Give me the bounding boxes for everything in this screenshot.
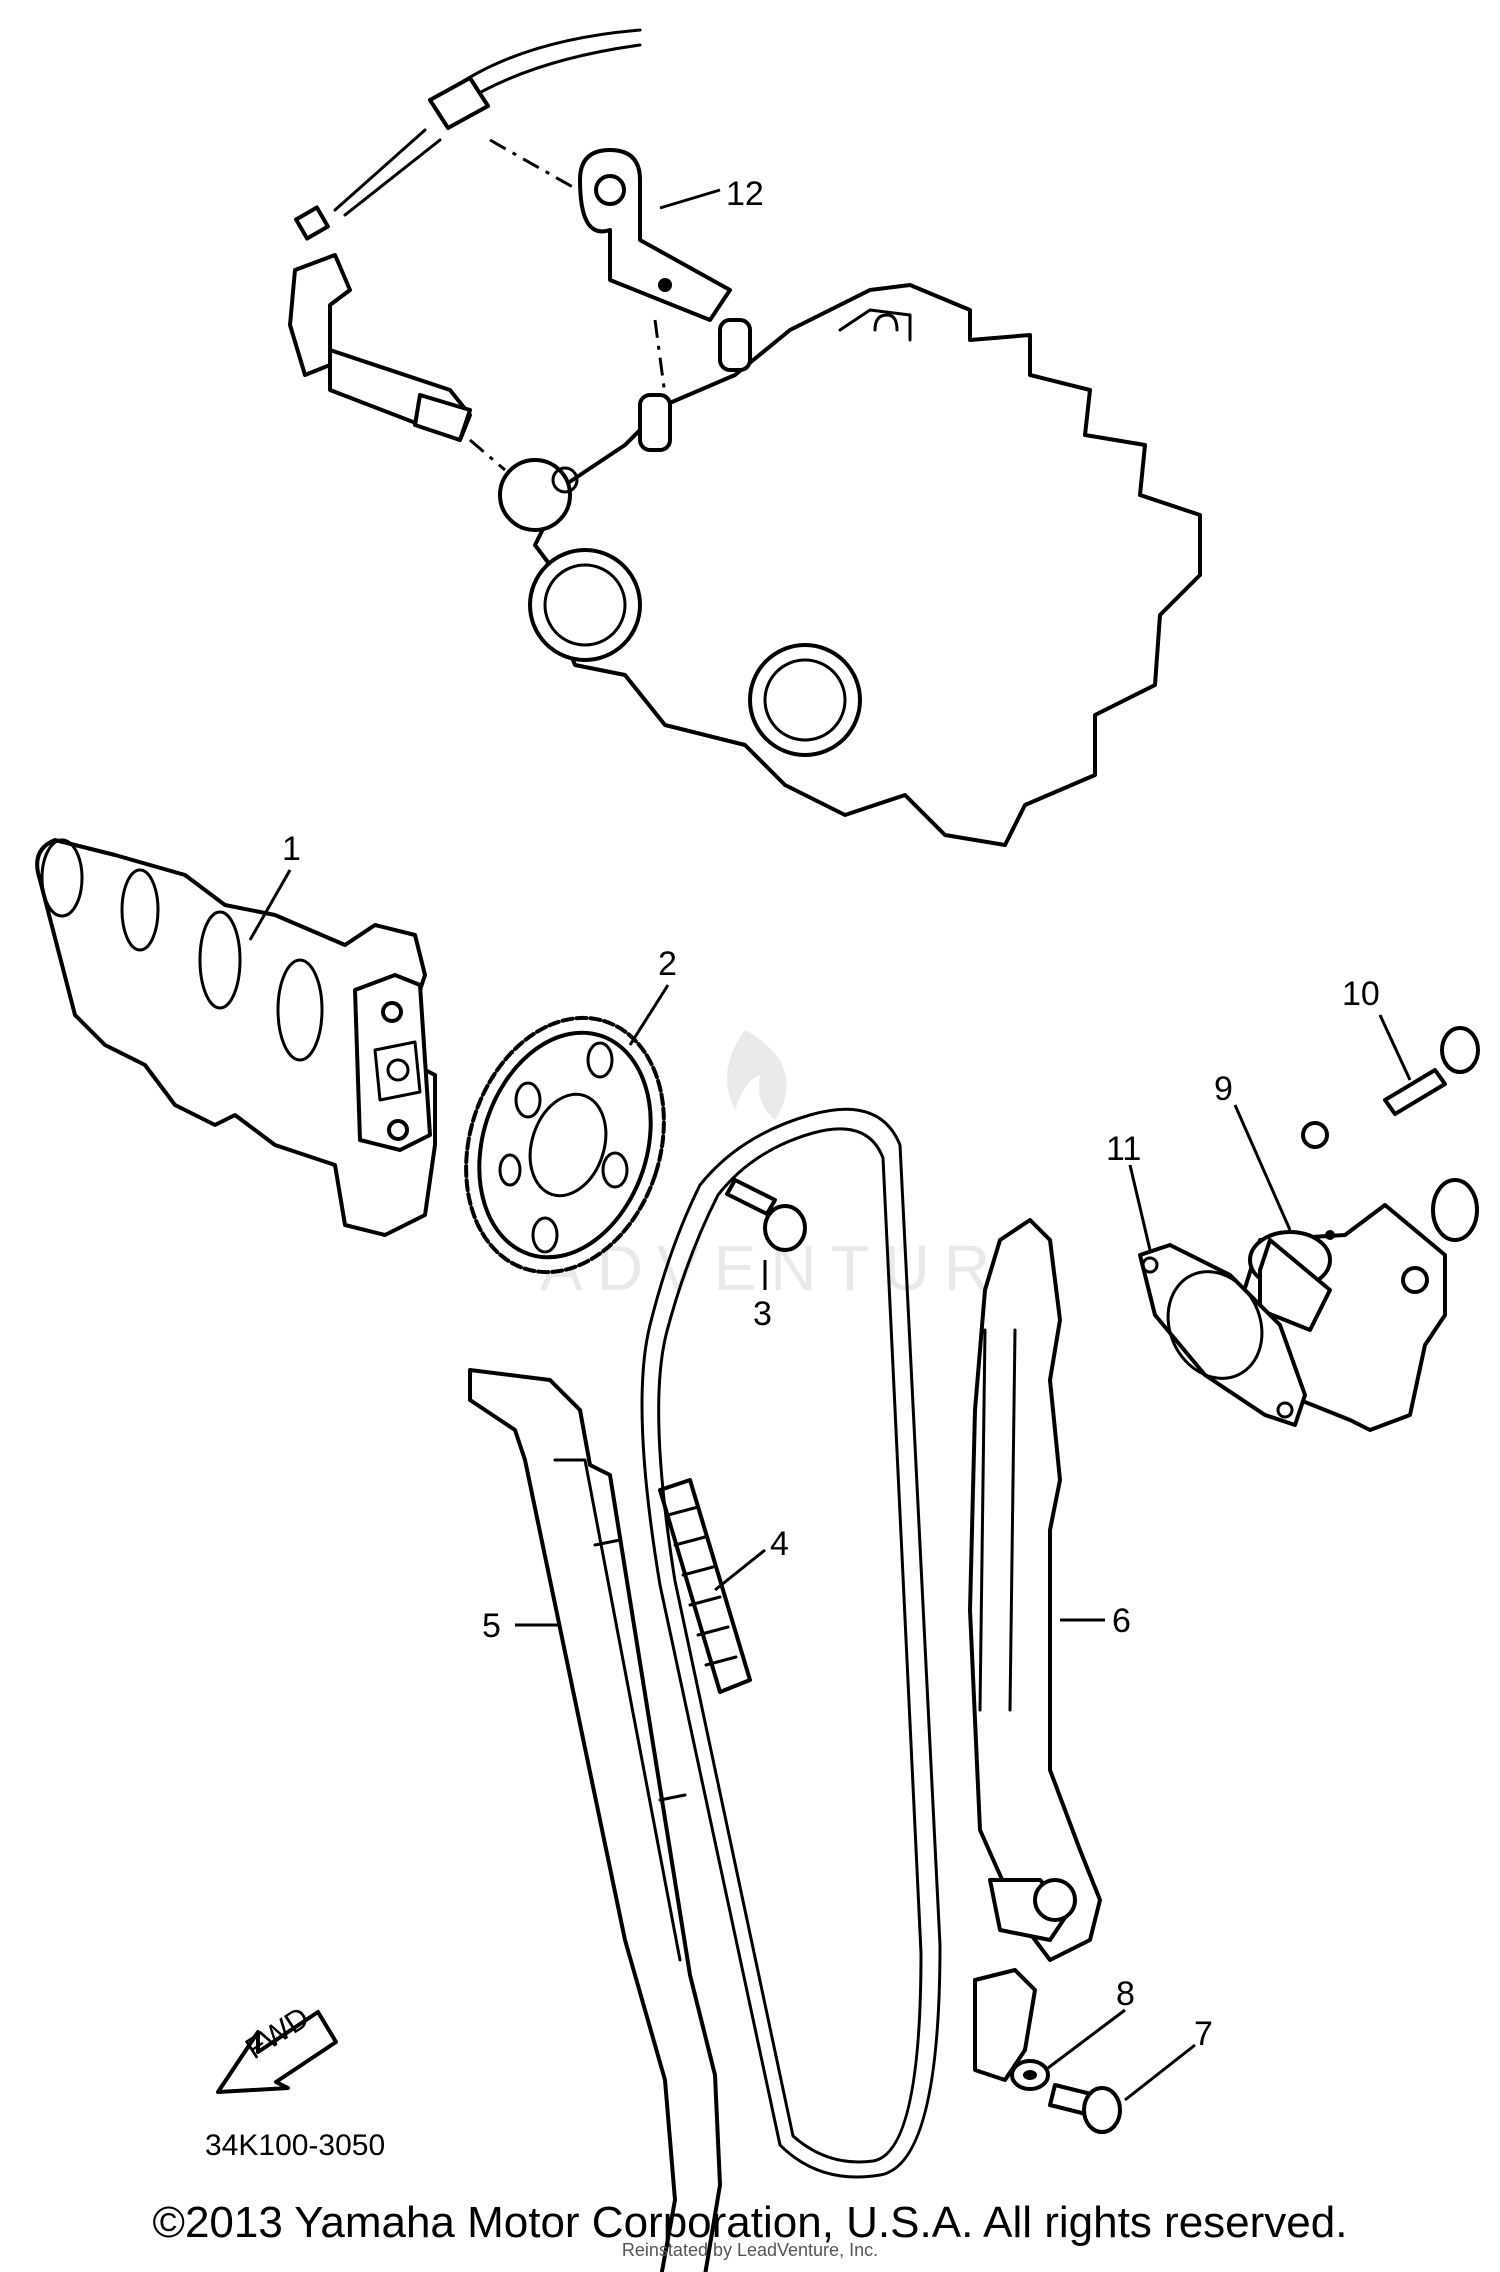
callout-8: 8 — [1116, 1975, 1135, 2013]
callout-11: 11 — [1106, 1130, 1141, 1168]
part-5-chain-guide — [468, 1368, 722, 2272]
part-4-cam-chain-section — [658, 1478, 752, 1694]
callout-10: 10 — [1342, 975, 1380, 1013]
part-7-bolt — [1048, 2083, 1122, 2134]
copyright-notice: ©2013 Yamaha Motor Corporation, U.S.A. A… — [152, 2198, 1348, 2247]
fwd-arrow: FWD — [216, 2001, 338, 2094]
callout-2: 2 — [658, 945, 677, 983]
callout-6: 6 — [1112, 1602, 1131, 1640]
timing-chain — [640, 1107, 942, 2179]
decompression-lever — [288, 253, 579, 532]
part-10-bolt — [1383, 1026, 1480, 1116]
callout-4: 4 — [770, 1525, 789, 1563]
callout-5: 5 — [482, 1607, 501, 1645]
part-1-camshaft — [35, 838, 437, 1237]
part-2-cam-sprocket — [464, 1015, 666, 1275]
callout-7: 7 — [1194, 2015, 1213, 2053]
copyright-subtext: Reinstated by LeadVenture, Inc. — [621, 2240, 879, 2260]
part-11-gasket — [1138, 1243, 1307, 1427]
callouts: 12 1 2 3 4 5 6 7 8 9 10 11 — [248, 175, 1412, 2102]
part-12-bracket — [489, 138, 732, 396]
cylinder-head — [528, 283, 1202, 847]
diagram-code: 34K100-3050 — [205, 2129, 385, 2162]
throttle-cable — [294, 28, 642, 241]
callout-1: 1 — [282, 830, 301, 868]
part-8-washer — [1010, 2059, 1050, 2091]
callout-9: 9 — [1214, 1070, 1233, 1108]
callout-12: 12 — [726, 175, 764, 213]
callout-3: 3 — [753, 1295, 772, 1333]
part-3-bolt — [725, 1178, 807, 1252]
part-6-tensioner-guide — [968, 1218, 1102, 2082]
